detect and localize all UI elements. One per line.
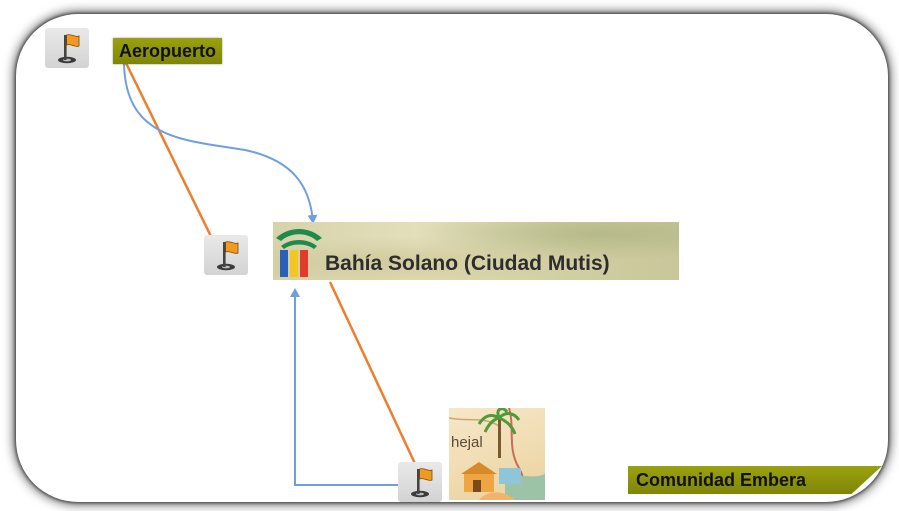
bahia-solano-logo-icon xyxy=(276,229,322,277)
map-pin-flag-icon[interactable] xyxy=(204,235,248,275)
node-label-bahia-solano: Bahía Solano (Ciudad Mutis) xyxy=(325,252,610,275)
map-pin-flag-icon[interactable] xyxy=(398,462,442,502)
node-label-aeropuerto[interactable]: Aeropuerto xyxy=(113,38,223,64)
flag-pin-glyph xyxy=(411,468,433,498)
flag-pin-glyph xyxy=(58,34,80,64)
flag-pin-glyph xyxy=(217,241,239,271)
node-label-comunidad-embera[interactable]: Comunidad Embera xyxy=(628,466,882,494)
map-thumbnail-image[interactable]: hejal xyxy=(449,408,545,500)
map-pin-flag-icon[interactable] xyxy=(45,28,89,68)
node-bahia-solano[interactable]: Bahía Solano (Ciudad Mutis) xyxy=(273,222,679,280)
map-illustration xyxy=(449,408,545,500)
map-thumbnail-text: hejal xyxy=(451,434,483,451)
